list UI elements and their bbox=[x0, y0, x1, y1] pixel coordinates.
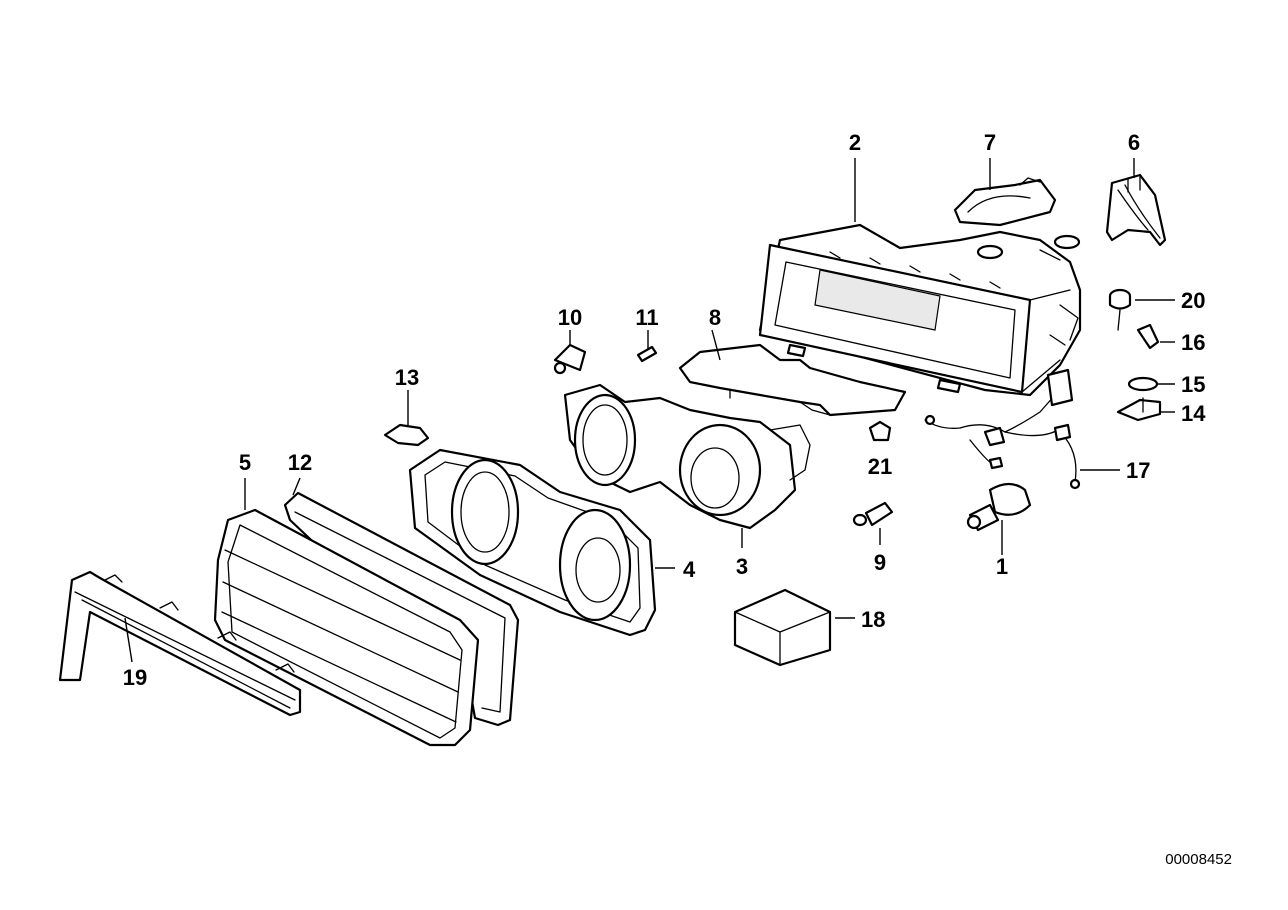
callout-19: 19 bbox=[123, 665, 147, 690]
callout-12: 12 bbox=[288, 450, 312, 475]
callout-13: 13 bbox=[395, 365, 419, 390]
part-19-seal-strip bbox=[58, 570, 302, 717]
part-1-bulb-socket bbox=[966, 482, 1032, 532]
part-14-bracket bbox=[1116, 397, 1162, 422]
callout-17: 17 bbox=[1126, 458, 1150, 483]
callout-8: 8 bbox=[709, 305, 721, 330]
part-16-clip bbox=[1136, 323, 1160, 350]
callout-2: 2 bbox=[849, 130, 861, 155]
part-17-wiring-harness bbox=[924, 368, 1081, 490]
callout-11: 11 bbox=[635, 305, 658, 330]
part-20-adjuster bbox=[1108, 288, 1132, 331]
callout-6: 6 bbox=[1128, 130, 1140, 155]
callout-5: 5 bbox=[239, 450, 251, 475]
part-9-bulb bbox=[852, 501, 894, 527]
callout-1: 1 bbox=[996, 554, 1008, 579]
part-4-trim-frame bbox=[408, 448, 657, 637]
part-6-rear-cover bbox=[1105, 173, 1167, 247]
callout-15: 15 bbox=[1181, 372, 1205, 397]
callout-7: 7 bbox=[984, 130, 996, 155]
leader-lines bbox=[124, 158, 1175, 663]
callout-16: 16 bbox=[1181, 330, 1205, 355]
part-8-shield-plate bbox=[678, 343, 907, 417]
callout-4: 4 bbox=[683, 557, 696, 582]
part-7-cover bbox=[953, 177, 1057, 227]
callout-9: 9 bbox=[874, 550, 886, 575]
callout-14: 14 bbox=[1181, 401, 1206, 426]
callout-10: 10 bbox=[558, 305, 582, 330]
callout-3: 3 bbox=[736, 554, 748, 579]
part-18-box bbox=[733, 588, 832, 667]
part-13-clip bbox=[383, 423, 430, 447]
part-11-small-bulb bbox=[636, 345, 658, 363]
callout-21: 21 bbox=[868, 454, 892, 479]
callout-18: 18 bbox=[861, 607, 885, 632]
part-3-reflector bbox=[563, 383, 811, 530]
callout-20: 20 bbox=[1181, 288, 1205, 313]
part-21-nut bbox=[868, 420, 892, 442]
part-10-bulb bbox=[553, 343, 587, 375]
document-id: 00008452 bbox=[1165, 851, 1232, 868]
part-5-lens bbox=[213, 508, 480, 747]
part-2-housing bbox=[758, 223, 1082, 397]
callout-labels: 1 2 3 4 5 6 7 8 9 10 11 12 13 14 15 16 1… bbox=[123, 130, 1206, 690]
part-15-grommet bbox=[1127, 376, 1159, 392]
